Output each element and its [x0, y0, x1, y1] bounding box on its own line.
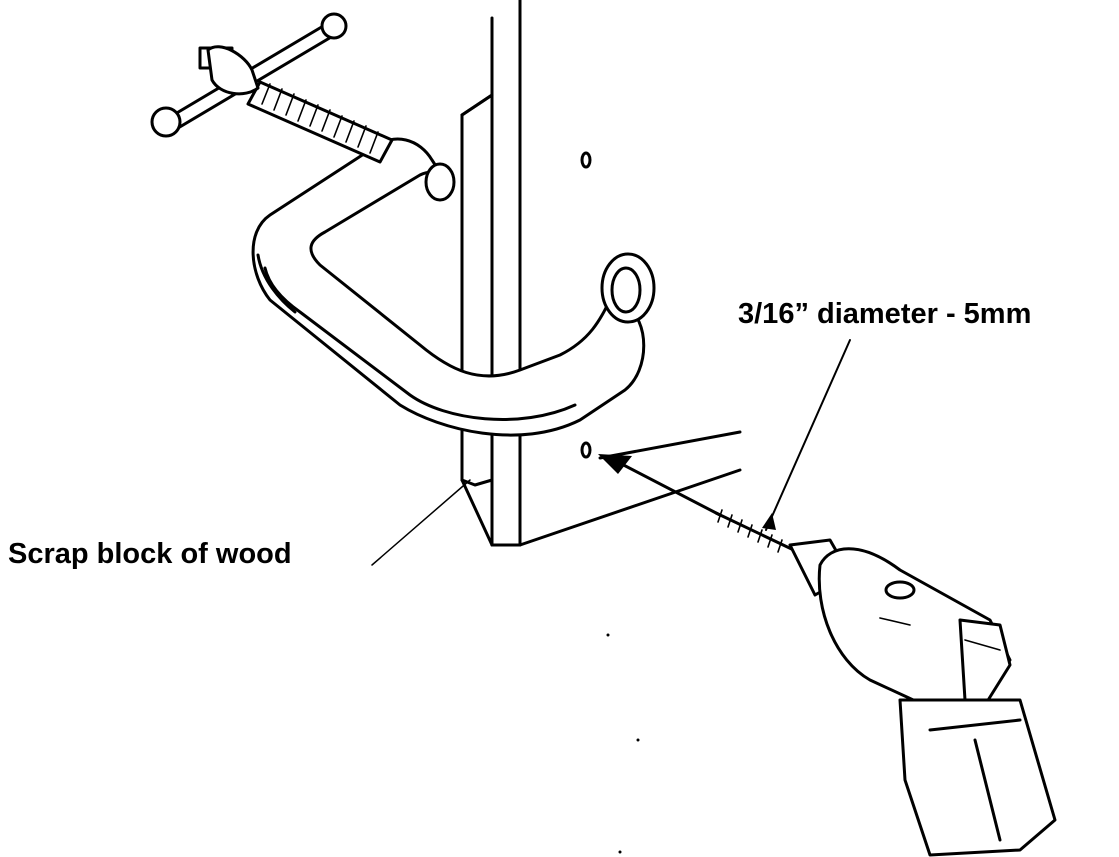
- c-clamp-icon: [150, 12, 656, 437]
- power-drill-icon: [714, 509, 1057, 857]
- diameter-callout-label: 3/16” diameter - 5mm: [738, 298, 1032, 330]
- scrap-block-icon: [460, 93, 494, 547]
- scrap-block-callout-label: Scrap block of wood: [8, 538, 292, 570]
- drill-direction-arrow: [598, 430, 742, 517]
- callout-leaders: [371, 339, 851, 566]
- speck-marks: [606, 633, 640, 854]
